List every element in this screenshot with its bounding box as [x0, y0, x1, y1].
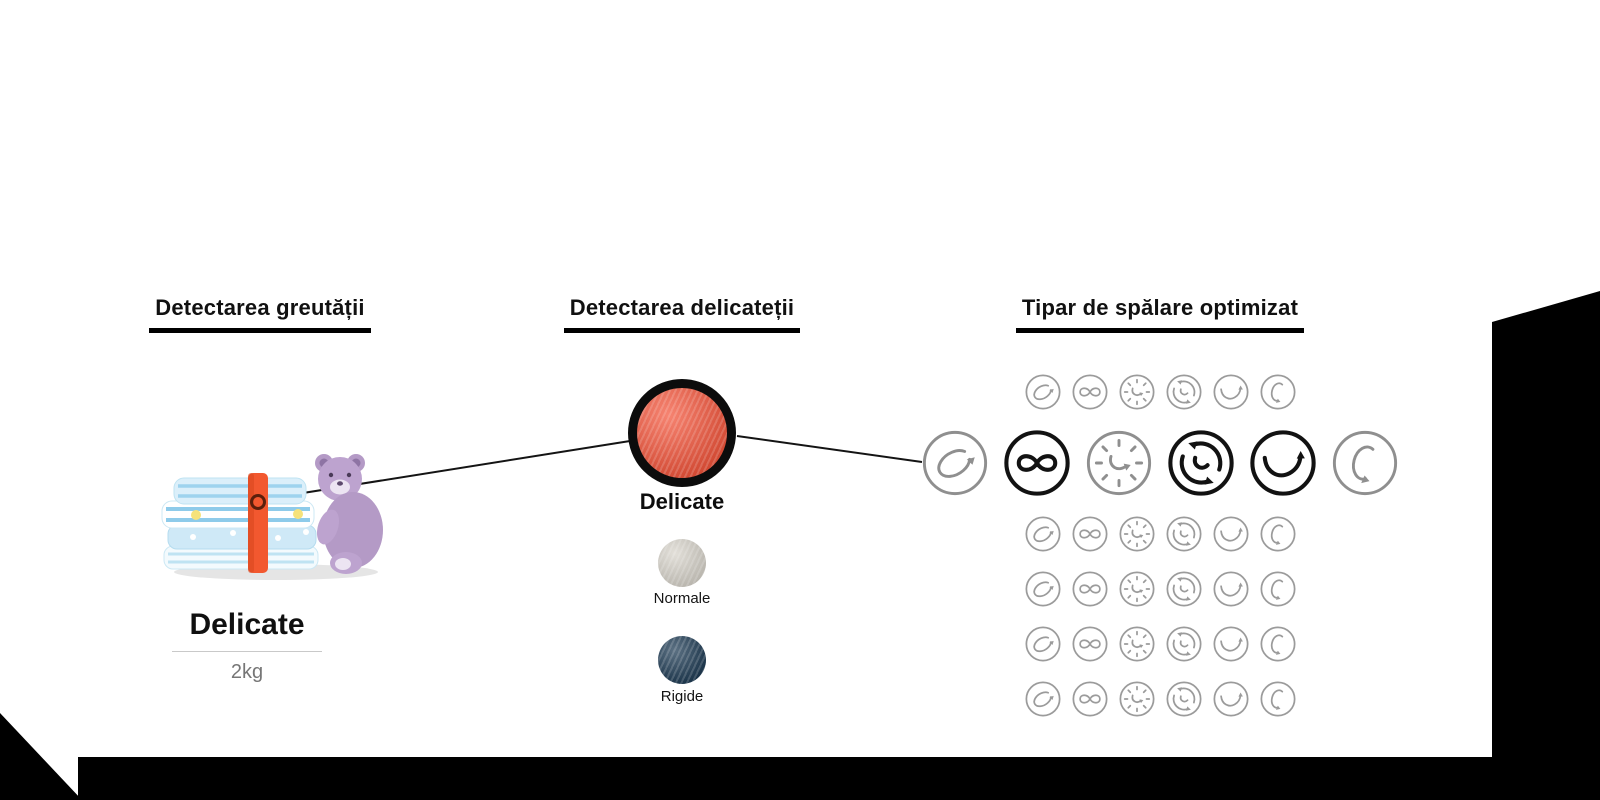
drum-motion-swing-icon: [1118, 570, 1156, 608]
wash-pattern-row-small: [1024, 625, 1297, 663]
drum-motion-rolling-icon: [1071, 680, 1109, 718]
section-title-wash-pattern: Tipar de spălare optimizat: [1015, 295, 1305, 333]
section-title-weight-detection: Detectarea greutății: [149, 295, 371, 333]
drum-motion-rolling-icon: [1002, 428, 1072, 498]
fabric-swatch-delicate-label: Delicate: [639, 489, 725, 514]
folded-clothes-stack: [161, 473, 319, 573]
drum-motion-rolling-icon: [1071, 515, 1109, 553]
drum-motion-scrubbing-icon: [1248, 428, 1318, 498]
drum-motion-rolling-icon: [1071, 625, 1109, 663]
section-softness: Detectarea delicateții: [520, 295, 844, 333]
weight-result-label: Delicate: [189, 608, 305, 641]
drum-motion-filtration-icon: [1259, 625, 1297, 663]
strap-buckle-ring: [250, 494, 266, 510]
drum-motion-scrubbing-icon: [1212, 680, 1250, 718]
drum-motion-swing-icon: [1084, 428, 1154, 498]
fabric-swatch-rigide[interactable]: [658, 636, 706, 684]
drum-motion-swing-icon: [1118, 373, 1156, 411]
drum-motion-scrubbing-icon: [1212, 570, 1250, 608]
wash-pattern-row-small: [1024, 515, 1297, 553]
drum-motion-rolling-icon: [1071, 570, 1109, 608]
drum-motion-rolling-icon: [1071, 373, 1109, 411]
drum-motion-tumble-icon: [920, 428, 990, 498]
right-wedge-shape: [1492, 291, 1600, 800]
drum-motion-tumble-icon: [1024, 515, 1062, 553]
drum-motion-stepping-icon: [1165, 570, 1203, 608]
wash-pattern-row-large: [920, 428, 1400, 498]
drum-motion-tumble-icon: [1024, 570, 1062, 608]
weight-result-divider: [172, 651, 322, 652]
drum-motion-filtration-icon: [1259, 680, 1297, 718]
drum-motion-stepping-icon: [1165, 680, 1203, 718]
drum-motion-scrubbing-icon: [1212, 625, 1250, 663]
drum-motion-swing-icon: [1118, 625, 1156, 663]
drum-motion-stepping-icon: [1165, 625, 1203, 663]
drum-motion-stepping-icon: [1165, 515, 1203, 553]
drum-motion-swing-icon: [1118, 515, 1156, 553]
drum-motion-scrubbing-icon: [1212, 373, 1250, 411]
drum-motion-filtration-icon: [1259, 570, 1297, 608]
drum-motion-scrubbing-icon: [1212, 515, 1250, 553]
bottom-left-wedge-shape: [0, 713, 82, 800]
wash-pattern-row-small: [1024, 680, 1297, 718]
fabric-swatch-normale-label: Normale: [653, 590, 711, 607]
fabric-swatch-rigide-label: Rigide: [660, 688, 704, 705]
drum-motion-tumble-icon: [1024, 680, 1062, 718]
section-pattern: Tipar de spălare optimizat: [980, 295, 1340, 333]
drum-motion-filtration-icon: [1330, 428, 1400, 498]
fabric-swatch-normale[interactable]: [658, 539, 706, 587]
weight-result: Delicate 2kg: [122, 608, 372, 684]
weight-result-value: 2kg: [230, 661, 264, 683]
fabric-swatch-delicate-selected[interactable]: [628, 379, 736, 487]
drum-motion-swing-icon: [1118, 680, 1156, 718]
bottom-strip-shape: [78, 757, 1600, 800]
teddy-bear-figure: [315, 454, 383, 574]
drum-motion-filtration-icon: [1259, 515, 1297, 553]
wash-pattern-row-small: [1024, 373, 1297, 411]
clothes-teddy-illustration: [161, 454, 383, 580]
wash-pattern-grid: [910, 373, 1410, 718]
section-title-softness-detection: Detectarea delicateții: [563, 295, 801, 333]
connector-line-softness-to-pattern: [736, 435, 923, 463]
drum-motion-tumble-icon: [1024, 625, 1062, 663]
drum-motion-filtration-icon: [1259, 373, 1297, 411]
wash-pattern-row-small: [1024, 570, 1297, 608]
drum-motion-stepping-icon: [1165, 373, 1203, 411]
drum-motion-tumble-icon: [1024, 373, 1062, 411]
drum-motion-stepping-icon: [1166, 428, 1236, 498]
section-weight: Detectarea greutății: [100, 295, 420, 333]
